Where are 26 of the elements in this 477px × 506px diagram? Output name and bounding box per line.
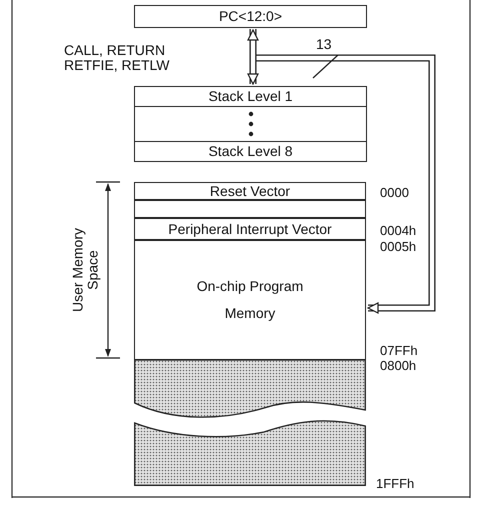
bus-operation-label: CALL, RETURN RETFIE, RETLW <box>64 43 171 74</box>
cell-label: On-chip Program Memory <box>196 277 304 323</box>
address-label: 0000 <box>380 186 409 200</box>
cell-label: PC<12:0> <box>218 7 282 26</box>
memory-space-label: User Memory Space <box>70 227 102 314</box>
cell-label: Peripheral Interrupt Vector <box>168 220 332 238</box>
edge-label: 13 <box>316 37 332 52</box>
memory-cell <box>134 107 367 142</box>
address-label: 0005h <box>380 240 416 254</box>
bus-arrow <box>250 29 436 314</box>
memory-cell <box>134 200 366 218</box>
unimplemented-memory-area <box>134 418 366 486</box>
memory-cell <box>134 5 367 28</box>
memory-cell <box>134 240 366 360</box>
bus-arrow <box>247 29 259 85</box>
address-label: 1FFFh <box>376 477 414 492</box>
address-label: 0004h <box>380 224 416 238</box>
address-label: 07FFh <box>380 344 418 358</box>
memory-cell <box>134 182 366 200</box>
cell-label: Stack Level 8 <box>208 142 293 161</box>
address-label: 0800h <box>380 359 416 374</box>
memory-cell <box>134 86 367 107</box>
cell-label: Reset Vector <box>210 182 290 200</box>
memory-cell <box>134 142 367 162</box>
memory-cell <box>134 218 366 240</box>
cell-label: Stack Level 1 <box>208 87 293 106</box>
